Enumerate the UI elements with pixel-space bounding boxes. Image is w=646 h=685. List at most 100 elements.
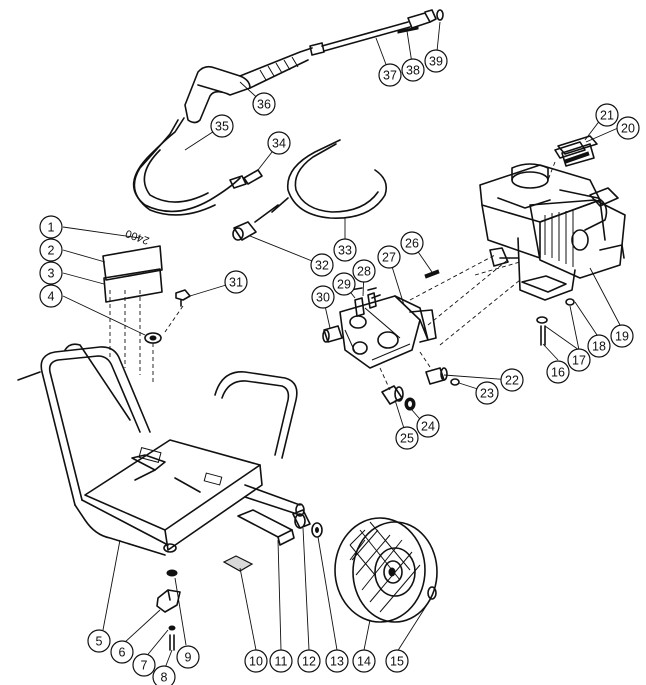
callout-2: 2	[39, 238, 63, 262]
callout-24: 24	[416, 414, 440, 438]
callout-26: 26	[400, 231, 424, 255]
callout-circle	[377, 245, 401, 269]
callout-label: 3	[48, 267, 55, 281]
callout-label: 27	[382, 251, 396, 265]
pump	[322, 287, 437, 369]
pump-fittings	[379, 351, 460, 411]
callout-circle	[395, 426, 419, 450]
callout-label: 23	[480, 387, 494, 401]
callout-4: 4	[39, 284, 63, 308]
callout-label: 8	[161, 671, 168, 685]
rubber-foot	[156, 569, 181, 651]
callout-label: 13	[330, 655, 344, 669]
callout-28: 28	[352, 259, 376, 283]
callout-13: 13	[325, 649, 349, 673]
callout-circle	[546, 360, 570, 384]
cart-frame	[17, 343, 305, 556]
callout-label: 29	[337, 278, 351, 292]
garden-hose	[232, 139, 388, 241]
callout-label: 35	[215, 120, 229, 134]
callout-circle	[610, 324, 634, 348]
callout-label: 34	[272, 137, 286, 151]
callout-6: 6	[110, 640, 134, 664]
callout-37: 37	[378, 63, 402, 87]
callout-label: 21	[600, 109, 614, 123]
callout-circle	[595, 103, 619, 127]
callout-36: 36	[252, 92, 276, 116]
callout-16: 16	[546, 360, 570, 384]
callout-21: 21	[595, 103, 619, 127]
callout-3: 3	[39, 261, 63, 285]
callout-label: 16	[551, 366, 565, 380]
callout-label: 12	[302, 655, 316, 669]
callout-circle	[416, 414, 440, 438]
callout-circle	[39, 284, 63, 308]
callout-label: 30	[316, 291, 330, 305]
callout-label: 25	[400, 432, 414, 446]
callout-circle	[332, 272, 356, 296]
callout-9: 9	[176, 645, 200, 669]
callout-label: 10	[249, 655, 263, 669]
callout-20: 20	[616, 116, 640, 140]
callout-label: 7	[141, 659, 148, 673]
callout-circle	[500, 368, 524, 392]
spray-lance	[321, 9, 444, 52]
shaft-key	[424, 269, 440, 279]
callout-31: 31	[224, 270, 248, 294]
callout-circle	[333, 238, 357, 262]
callout-label: 9	[185, 651, 192, 665]
callout-circle	[297, 649, 321, 673]
bolt	[164, 289, 191, 333]
callout-label: 1	[48, 221, 55, 235]
callout-circle	[385, 649, 409, 673]
callout-29: 29	[332, 272, 356, 296]
callout-7: 7	[132, 653, 156, 677]
axle-spacer	[292, 509, 323, 538]
callout-circle	[244, 649, 268, 673]
callout-circle	[176, 645, 200, 669]
callout-label: 17	[572, 354, 586, 368]
callout-label: 14	[357, 655, 371, 669]
callout-circle	[424, 49, 448, 73]
callout-circle	[110, 640, 134, 664]
callout-label: 24	[421, 420, 435, 434]
callout-circle	[252, 92, 276, 116]
callout-circle	[132, 653, 156, 677]
callout-label: 39	[429, 55, 443, 69]
callout-label: 31	[229, 276, 243, 290]
callout-label: 22	[505, 374, 519, 388]
callout-label: 2	[48, 244, 55, 258]
high-pressure-hose	[132, 117, 263, 216]
callout-circle	[567, 348, 591, 372]
callout-label: 36	[257, 98, 271, 112]
callout-label: 6	[119, 646, 126, 660]
callout-32: 32	[310, 253, 334, 277]
callout-circle	[378, 63, 402, 87]
callout-label: 18	[592, 340, 606, 354]
callout-22: 22	[500, 368, 524, 392]
callout-circle	[310, 253, 334, 277]
callout-label: 15	[390, 655, 404, 669]
callout-label: 38	[406, 64, 420, 78]
callout-38: 38	[401, 58, 425, 82]
callout-15: 15	[385, 649, 409, 673]
callout-circle	[352, 649, 376, 673]
callout-23: 23	[475, 381, 499, 405]
callout-circle	[210, 114, 234, 138]
callout-circle	[401, 58, 425, 82]
callout-30: 30	[311, 285, 335, 309]
callout-circle	[269, 649, 293, 673]
callout-label: 33	[338, 244, 352, 258]
wheel	[334, 517, 438, 623]
callout-circle	[152, 665, 176, 685]
mount-bracket	[222, 509, 295, 572]
callout-19: 19	[610, 324, 634, 348]
callout-12: 12	[297, 649, 321, 673]
callout-circle	[311, 285, 335, 309]
callout-1: 1	[39, 215, 63, 239]
engine	[409, 135, 626, 346]
callout-circle	[39, 238, 63, 262]
callout-circle	[39, 261, 63, 285]
